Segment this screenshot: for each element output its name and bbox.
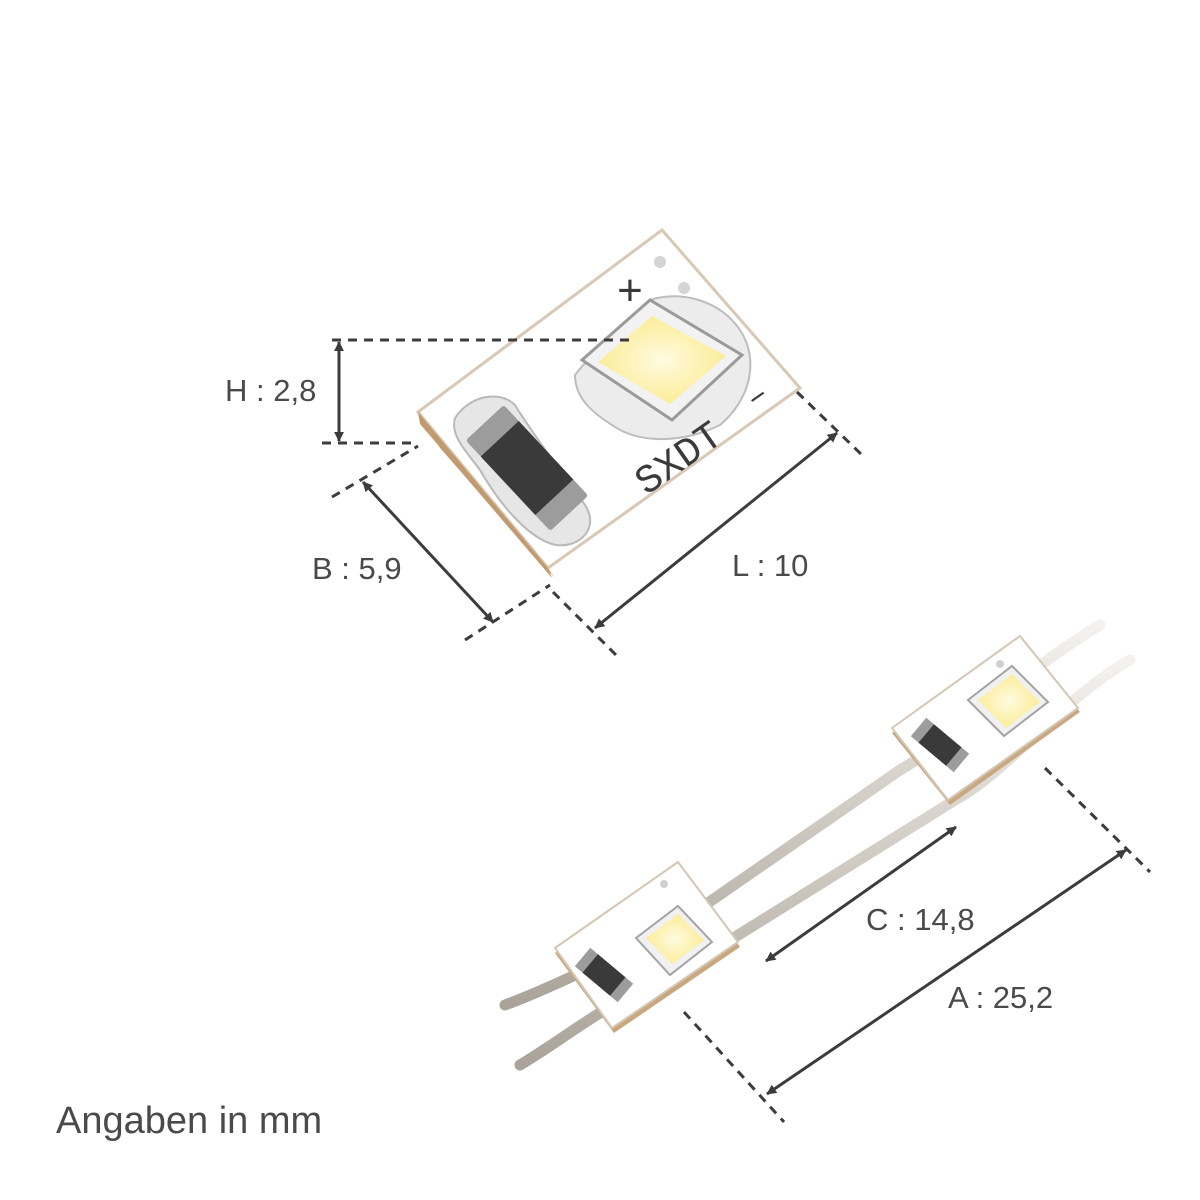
dimension-label-height: H : 2,8 [225,373,316,408]
mounting-dot [678,282,690,294]
units-note: Angaben in mm [56,1100,323,1142]
dimension-label-width: B : 5,9 [312,551,402,586]
polarity-plus: + [617,269,643,319]
chain-module-left [553,860,740,1033]
resistor: 6B1 [466,406,588,530]
dimension-label-pitch: C : 14,8 [866,902,975,937]
dimension-label-total: A : 25,2 [948,980,1053,1015]
dimension-label-length: L : 10 [732,548,808,583]
chain-module-right [890,634,1080,805]
large-led-module: 6B1 + − SXDT [415,227,803,578]
led-module-chain [499,619,1136,1071]
mounting-dot [654,256,666,268]
dimension-lines [322,338,1152,1124]
led-chip [579,298,745,422]
